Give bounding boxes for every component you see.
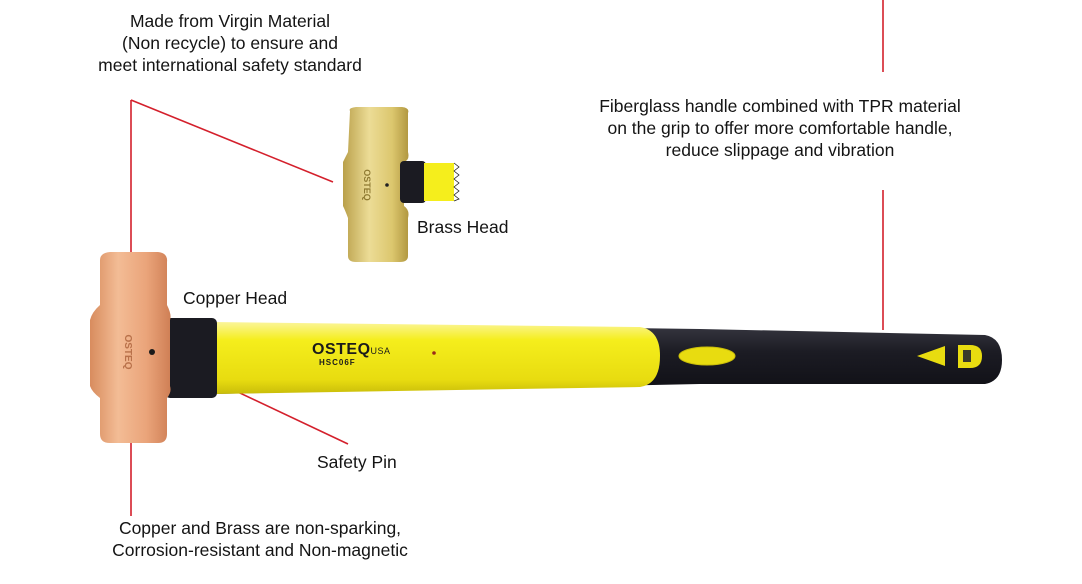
fiberglass-handle-callout: Fiberglass handle combined with TPR mate… <box>540 95 1020 161</box>
handle-brand: OSTEQUSA <box>312 341 391 359</box>
handle-model-number: HSC06F <box>319 358 356 367</box>
leader-lines <box>130 0 884 516</box>
handle-brand-name: OSTEQ <box>312 341 371 358</box>
callout-line: (Non recycle) to ensure and <box>122 33 338 53</box>
callout-line: reduce slippage and vibration <box>665 140 895 160</box>
callout-line: Copper and Brass are non-sparking, <box>118 518 402 538</box>
copper-head-label: Copper Head <box>183 288 288 308</box>
copper-hammer-head-image: OSTEQ <box>90 252 171 443</box>
svg-text:OSTEQ: OSTEQ <box>122 334 133 369</box>
handle-image <box>160 318 1002 398</box>
brass-head-label: Brass Head <box>417 217 509 237</box>
callout-line: Made from Virgin Material <box>129 11 331 31</box>
virgin-material-callout: Made from Virgin Material (Non recycle) … <box>40 10 420 76</box>
non-sparking-callout: Copper and Brass are non-sparking, Corro… <box>60 517 460 561</box>
svg-text:OSTEQ: OSTEQ <box>362 169 372 201</box>
callout-line: on the grip to offer more comfortable ha… <box>607 118 953 138</box>
callout-line: Corrosion-resistant and Non-magnetic <box>112 540 408 560</box>
callout-line: meet international safety standard <box>98 55 362 75</box>
handle-brand-suffix: USA <box>370 346 391 356</box>
brass-hammer-image: OSTEQ <box>343 107 460 262</box>
safety-pin-label: Safety Pin <box>317 452 397 472</box>
callout-line: Fiberglass handle combined with TPR mate… <box>599 96 961 116</box>
virgin-to-brass-leader <box>130 99 334 183</box>
